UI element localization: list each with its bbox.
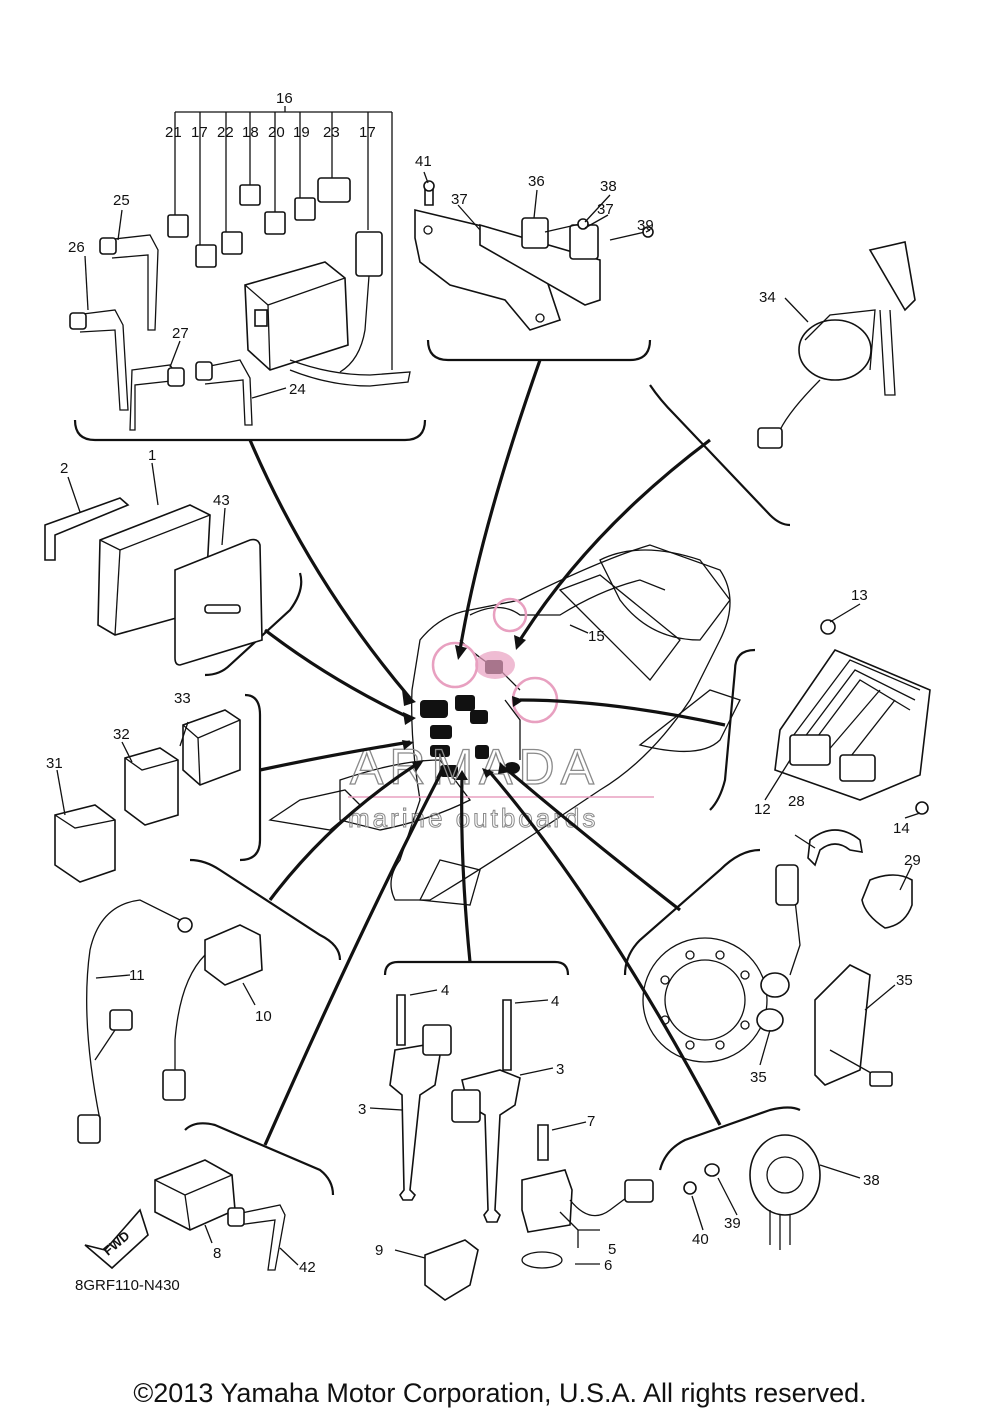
callout-18: 19: [293, 124, 310, 141]
callout-2: 2: [60, 460, 68, 477]
clamps: [807, 829, 913, 929]
callout-15-mid: 15: [588, 628, 605, 645]
sensor-38-group: [683, 1134, 821, 1250]
callout-19: 20: [268, 124, 285, 141]
callout-11: 11: [129, 967, 145, 984]
callout-3a: 3: [556, 1061, 564, 1078]
fuse-group: [69, 106, 411, 431]
callout-13: 13: [851, 587, 868, 604]
regulator: [774, 619, 931, 815]
figure-code: 8GRF110-N430: [75, 1277, 180, 1294]
callout-31: 33: [174, 690, 191, 707]
callout-leaders: [56, 171, 921, 1266]
fwd-arrow-icon: FWD: [84, 1208, 149, 1270]
callout-17a: 17: [191, 124, 208, 141]
callout-21: 22: [217, 124, 234, 141]
relay-group: [54, 709, 241, 883]
callout-35b: 37: [597, 201, 614, 218]
ignition-switch: [757, 241, 916, 449]
callout-8: 8: [213, 1245, 221, 1262]
callout-12: 12: [754, 801, 771, 818]
callout-29: 31: [46, 755, 63, 772]
callout-37a: 38: [600, 178, 617, 195]
callout-28: 29: [904, 852, 921, 869]
spoke-arrowheads: [402, 635, 526, 780]
callout-26: 27: [172, 325, 189, 342]
callout-43: 43: [213, 492, 230, 509]
watermark-brand: ARMADA: [350, 739, 600, 795]
callout-32: 34: [759, 289, 776, 306]
callout-10: 10: [255, 1008, 272, 1025]
callout-36: 37: [451, 191, 468, 208]
ecu-group: [44, 497, 263, 666]
callout-20: 21: [165, 124, 182, 141]
callout-40: 40: [692, 1231, 709, 1248]
pickup-group: [642, 864, 893, 1087]
callout-1: 1: [148, 447, 156, 464]
callout-3b: 3: [358, 1101, 366, 1118]
callout-17b: 18: [242, 124, 259, 141]
callout-24: 25: [113, 192, 130, 209]
sensor-8-group: [154, 1159, 286, 1271]
callout-41: 41: [415, 153, 432, 170]
callout-38: 38: [863, 1172, 880, 1189]
callout-39: 39: [724, 1215, 741, 1232]
callout-16: 17: [359, 124, 376, 141]
callout-15-top: 16: [276, 90, 293, 107]
leader-spokes: [248, 359, 726, 1146]
callout-9: 9: [375, 1242, 383, 1259]
callout-30: 32: [113, 726, 130, 743]
callout-14: 14: [893, 820, 910, 837]
callout-34: 35: [896, 972, 913, 989]
callout-labels: 16 21 17 22 18 20 19 23 17 25 26 27 24 4…: [46, 90, 921, 1276]
callout-35a: 36: [528, 173, 545, 190]
ignition-coils: [389, 994, 521, 1223]
callout-4a: 4: [441, 982, 449, 999]
callout-33: 35: [750, 1069, 767, 1086]
callout-7: 7: [587, 1113, 595, 1130]
bracket-plate-group: [414, 180, 654, 331]
callout-27: 28: [788, 793, 805, 810]
sensor-5-group: [424, 1124, 654, 1301]
callout-42: 42: [299, 1259, 316, 1276]
watermark-tagline: marine outboards: [348, 803, 598, 833]
watermark-logo-icon: [431, 597, 559, 724]
callout-25: 26: [68, 239, 85, 256]
sensor-10-group: [77, 899, 263, 1144]
callout-5: 5: [608, 1241, 616, 1258]
callout-6: 6: [604, 1257, 612, 1274]
callout-23: 24: [289, 381, 306, 398]
callout-37b: 39: [637, 217, 654, 234]
callout-22: 23: [323, 124, 340, 141]
copyright-notice: ©2013 Yamaha Motor Corporation, U.S.A. A…: [133, 1378, 867, 1408]
callout-4b: 4: [551, 993, 559, 1010]
